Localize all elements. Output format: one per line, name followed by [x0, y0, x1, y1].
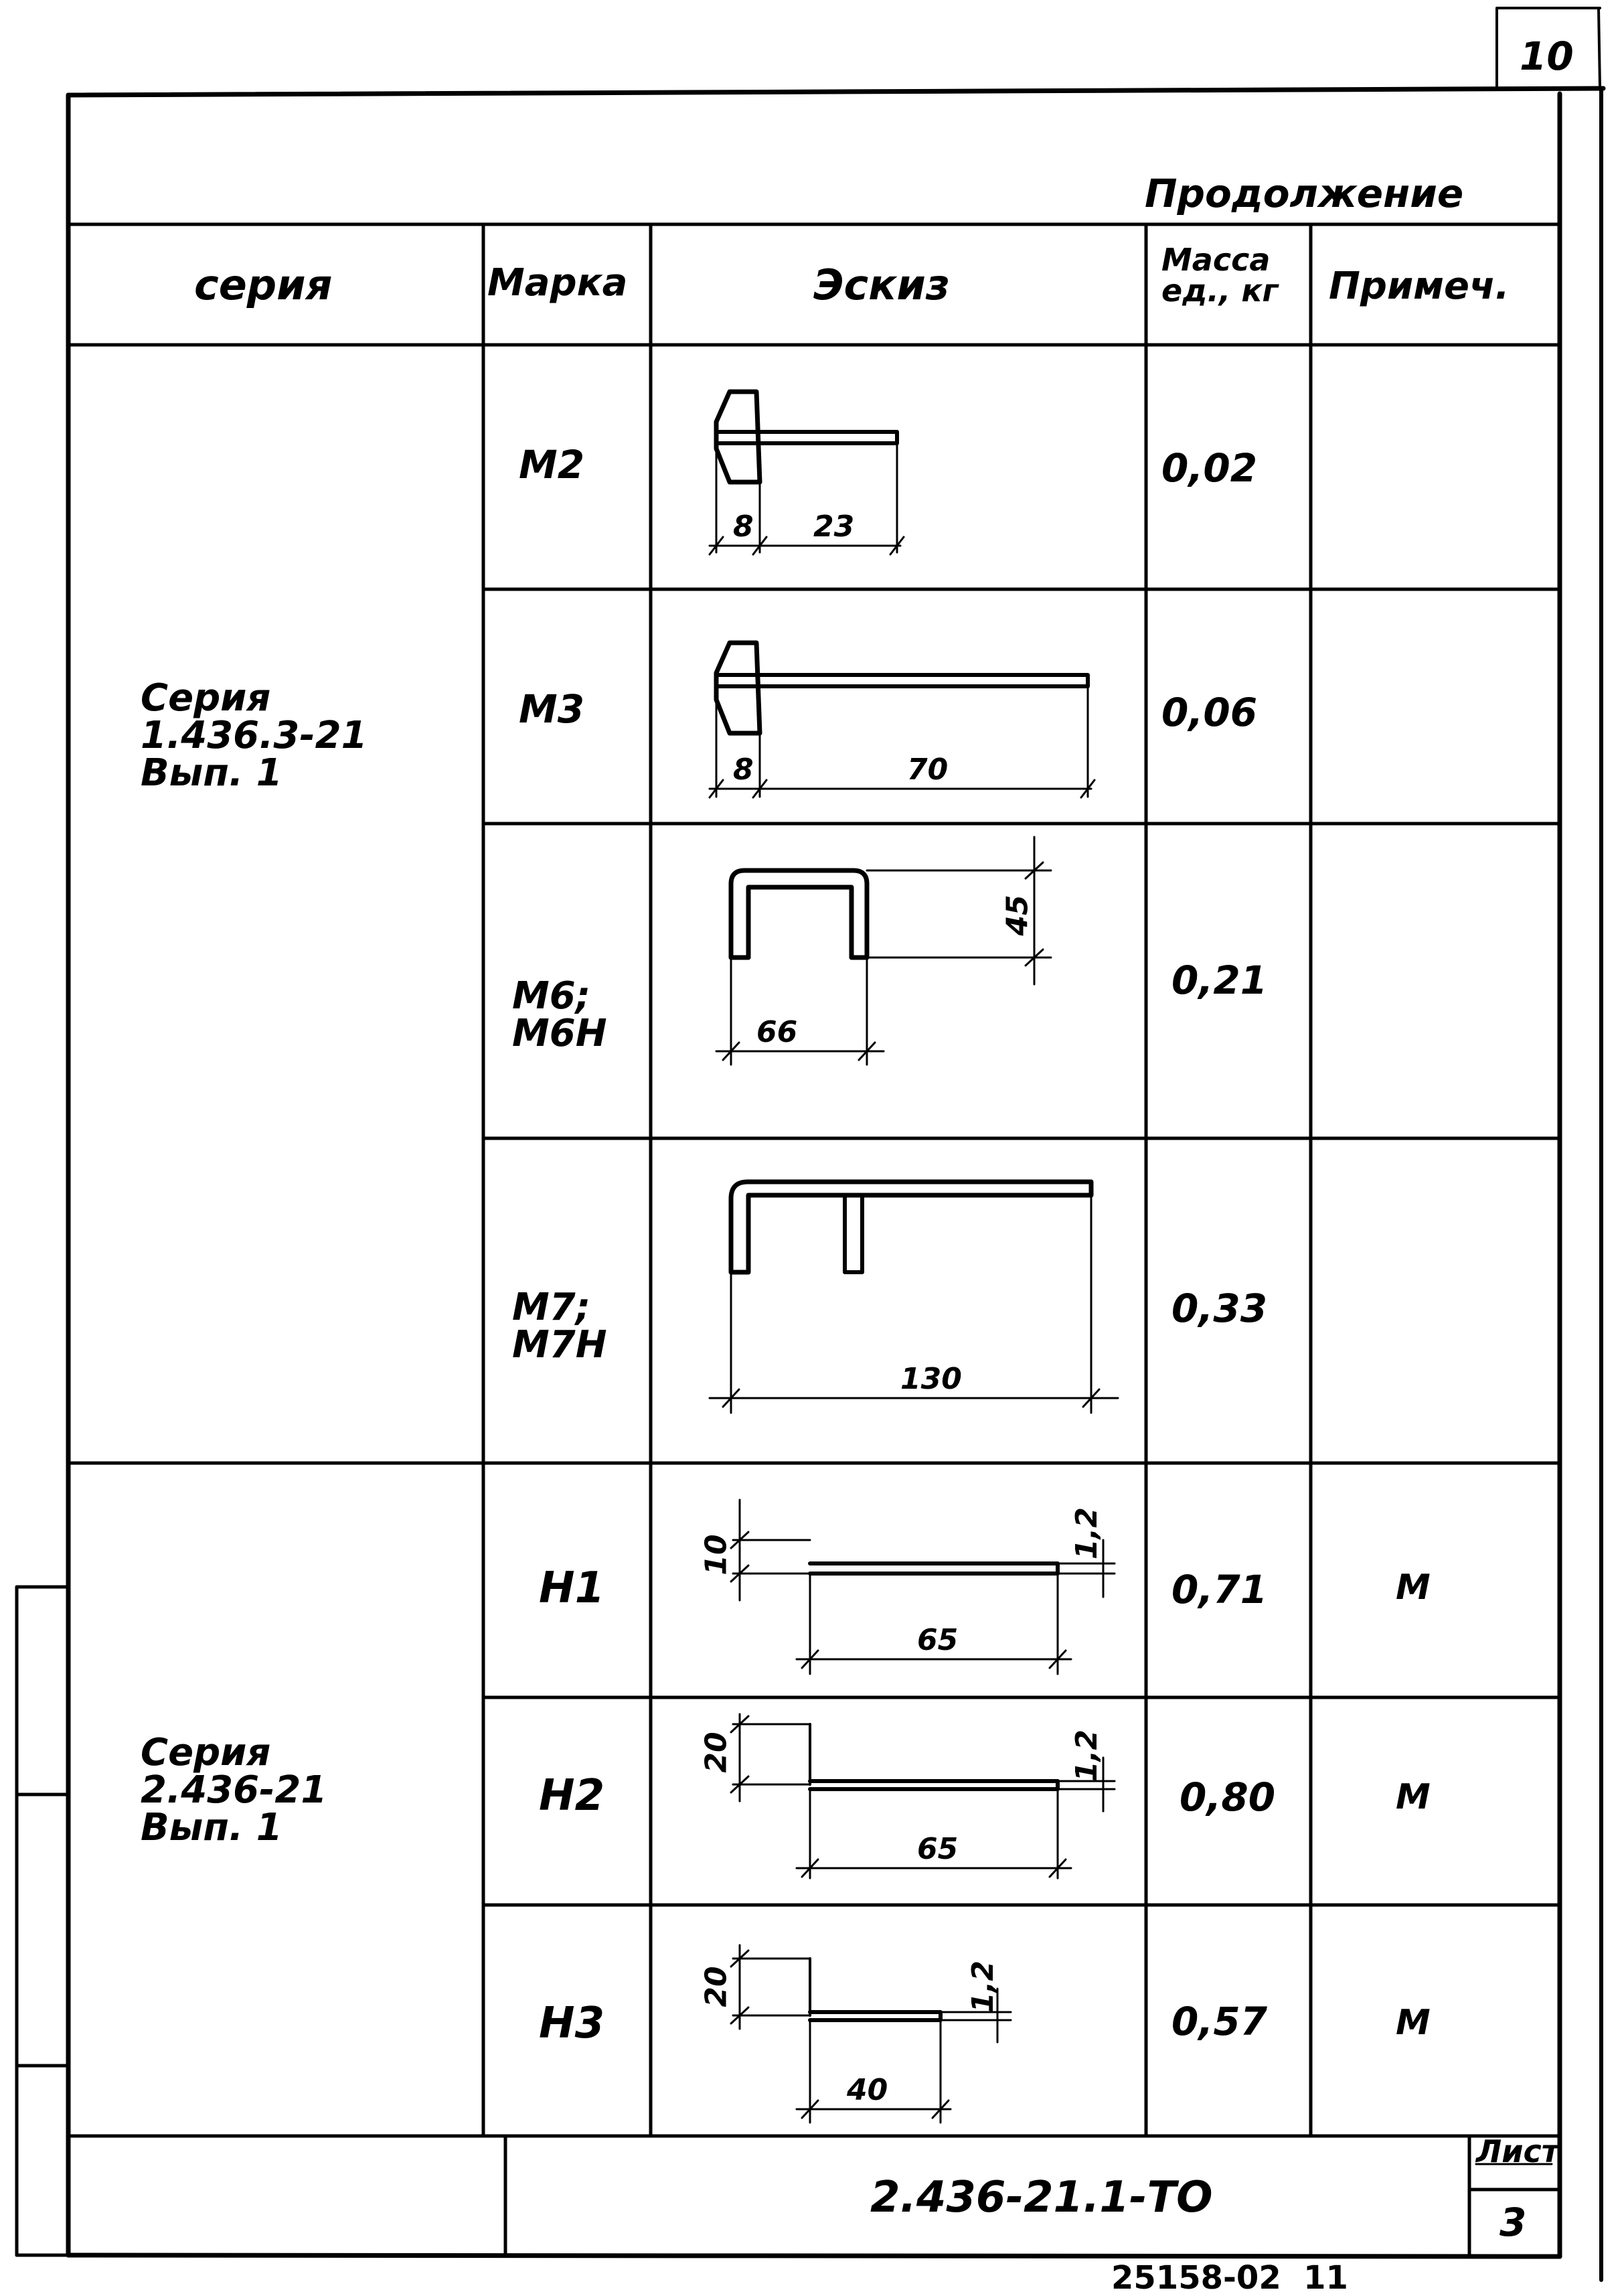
mass-h2: 0,80: [1180, 1774, 1276, 1820]
dim-m7-a: 130: [900, 1362, 962, 1396]
dim-h2-c: 65: [917, 1832, 959, 1866]
table-grid: [66, 222, 1562, 2257]
mark-m7: М7; М7Н: [512, 1286, 607, 1367]
header-note: Примеч.: [1329, 264, 1510, 308]
dim-h1-c: 65: [917, 1623, 959, 1657]
sketch-h1: [730, 1499, 1116, 1675]
note-h1: М: [1396, 1567, 1431, 1608]
mark-m2: М2: [519, 442, 585, 487]
mass-m7: 0,33: [1171, 1286, 1268, 1331]
sheet-label: Лист: [1476, 2133, 1560, 2169]
note-h2: М: [1396, 1777, 1431, 1817]
outer-frame: [66, 86, 1606, 2259]
mass-h1: 0,71: [1171, 1567, 1268, 1612]
mark-h1: Н1: [539, 1563, 605, 1613]
continuation-label: Продолжение: [1145, 171, 1464, 216]
sketch-h3: [730, 1944, 1012, 2124]
sketch-m6: [715, 836, 1052, 1066]
dim-m2-a: 8: [733, 510, 754, 544]
dim-h3-a: 20: [699, 1966, 734, 2007]
archive-number: 25158-02 11: [1111, 2259, 1348, 2296]
sketch-m2: [708, 389, 905, 556]
mark-m3: М3: [519, 686, 585, 732]
sheet-number-box: [1495, 7, 1601, 88]
header-mark: Марка: [487, 261, 628, 305]
series-group-1: Серия 1.436.3-21 Вып. 1: [141, 676, 368, 795]
dim-m6-a: 45: [1000, 895, 1035, 936]
series-group-2: Серия 2.436-21 Вып. 1: [141, 1731, 327, 1849]
dim-h3-c: 40: [847, 2073, 888, 2107]
mass-h3: 0,57: [1171, 1999, 1268, 2044]
mark-m6: М6; М6Н: [512, 974, 607, 1055]
dim-h2-a: 20: [699, 1732, 734, 1773]
dim-h1-a: 10: [699, 1534, 734, 1576]
sketch-m3: [708, 640, 1096, 799]
header-mass: Масса ед., кг: [1161, 242, 1279, 309]
dim-h1-b: 1,2: [1069, 1507, 1104, 1559]
mark-h2: Н2: [539, 1771, 605, 1821]
dim-m3-a: 8: [733, 753, 754, 787]
sheet-value: 3: [1499, 2200, 1527, 2245]
dim-h2-b: 1,2: [1069, 1730, 1104, 1782]
mass-m2: 0,02: [1161, 445, 1258, 491]
left-binding-stubs: [15, 1585, 70, 2257]
mass-m3: 0,06: [1161, 690, 1258, 735]
dim-h3-b: 1,2: [965, 1961, 1000, 2013]
document-code: 2.436-21.1-ТО: [870, 2173, 1213, 2222]
mass-m6: 0,21: [1171, 958, 1268, 1003]
dim-m2-b: 23: [813, 510, 855, 544]
sketch-h2: [730, 1713, 1116, 1880]
note-h3: М: [1396, 2003, 1431, 2043]
header-sketch: Эскиз: [813, 260, 950, 309]
sketch-m7: [708, 1179, 1119, 1414]
dim-m3-b: 70: [907, 753, 949, 787]
mark-h3: Н3: [539, 1999, 605, 2048]
sheet-number: 10: [1520, 33, 1574, 79]
dim-m6-b: 66: [756, 1015, 798, 1049]
header-series: серия: [194, 260, 333, 309]
